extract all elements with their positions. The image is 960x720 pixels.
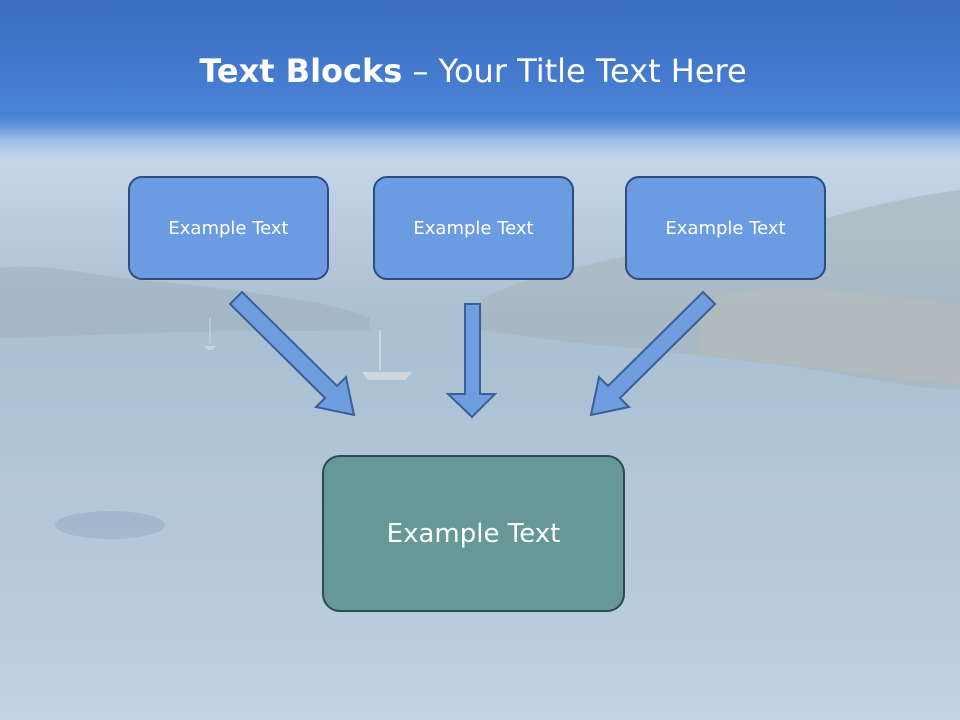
title-bold: Text Blocks	[199, 52, 403, 90]
slide-title: Text Blocks – Your Title Text Here	[0, 52, 946, 90]
text-block-main[interactable]: Example Text	[322, 455, 625, 612]
arrow-right	[589, 290, 717, 417]
arrow-middle	[445, 303, 498, 419]
arrow-left	[228, 290, 356, 417]
title-rest: – Your Title Text Here	[402, 52, 747, 90]
text-block-1[interactable]: Example Text	[128, 176, 329, 280]
text-block-2[interactable]: Example Text	[373, 176, 574, 280]
text-block-3[interactable]: Example Text	[625, 176, 826, 280]
